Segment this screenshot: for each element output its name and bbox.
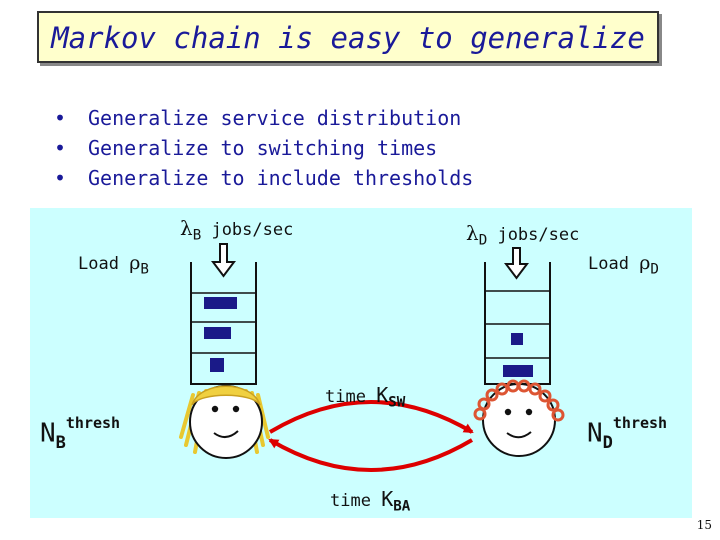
slide-title: Markov chain is easy to generalize <box>51 21 645 55</box>
lambda-symbol: λ <box>180 216 193 240</box>
left-server-face <box>179 385 270 459</box>
page-number: 15 <box>696 518 712 532</box>
job-block <box>503 365 533 377</box>
switch-time-top-label: time KSW <box>325 383 405 410</box>
right-load-label: Load ρD <box>588 252 659 277</box>
right-server-face <box>473 379 565 457</box>
job-block <box>511 333 523 345</box>
left-queue <box>190 262 257 385</box>
bullet-text: Generalize service distribution <box>88 106 462 130</box>
title-box: Markov chain is easy to generalize <box>37 11 659 63</box>
job-block <box>204 327 231 339</box>
left-load-label: Load ρB <box>78 252 149 277</box>
bullet-item: • Generalize to switching times <box>54 136 437 160</box>
rate-unit: jobs/sec <box>487 225 580 245</box>
subscript: D <box>650 261 659 278</box>
bullet-text: Generalize to switching times <box>88 136 438 160</box>
left-threshold-label: NBthresh <box>40 414 120 453</box>
bullet-item: • Generalize to include thresholds <box>54 166 473 190</box>
job-block <box>210 358 224 372</box>
diagram-panel <box>30 208 692 518</box>
subscript: SW <box>388 394 406 411</box>
right-arrival-rate: λD jobs/sec <box>466 221 579 248</box>
subscript: B <box>192 227 202 244</box>
rho-symbol: ρ <box>129 252 141 274</box>
subscript: BA <box>393 498 411 515</box>
subscript: D <box>478 232 488 249</box>
bullet-dot: • <box>54 166 67 190</box>
lambda-symbol: λ <box>466 221 479 245</box>
subscript: B <box>140 261 149 278</box>
k-symbol: K <box>376 383 389 407</box>
subscript: B <box>55 432 66 453</box>
left-arrival-rate: λB jobs/sec <box>180 216 293 243</box>
load-word: Load <box>78 254 130 274</box>
bullet-text: Generalize to include thresholds <box>88 166 474 190</box>
right-arrival-arrow <box>504 247 529 280</box>
switch-arc-top <box>268 400 474 434</box>
load-word: Load <box>588 254 640 274</box>
time-word: time <box>325 387 377 407</box>
job-block <box>204 297 237 309</box>
k-symbol: K <box>381 487 394 511</box>
switch-time-bottom-label: time KBA <box>330 487 410 514</box>
superscript: thresh <box>65 414 121 432</box>
bullet-item: • Generalize service distribution <box>54 106 461 130</box>
rho-symbol: ρ <box>639 252 651 274</box>
bullet-dot: • <box>54 106 67 130</box>
left-arrival-arrow <box>211 243 236 278</box>
n-symbol: N <box>587 418 603 449</box>
superscript: thresh <box>612 414 668 432</box>
n-symbol: N <box>40 418 56 449</box>
bullet-dot: • <box>54 136 67 160</box>
time-word: time <box>330 491 382 511</box>
switch-arc-bottom <box>268 438 474 472</box>
rate-unit: jobs/sec <box>201 220 294 240</box>
subscript: D <box>602 432 613 453</box>
right-queue <box>484 262 551 385</box>
right-threshold-label: NDthresh <box>587 414 667 453</box>
